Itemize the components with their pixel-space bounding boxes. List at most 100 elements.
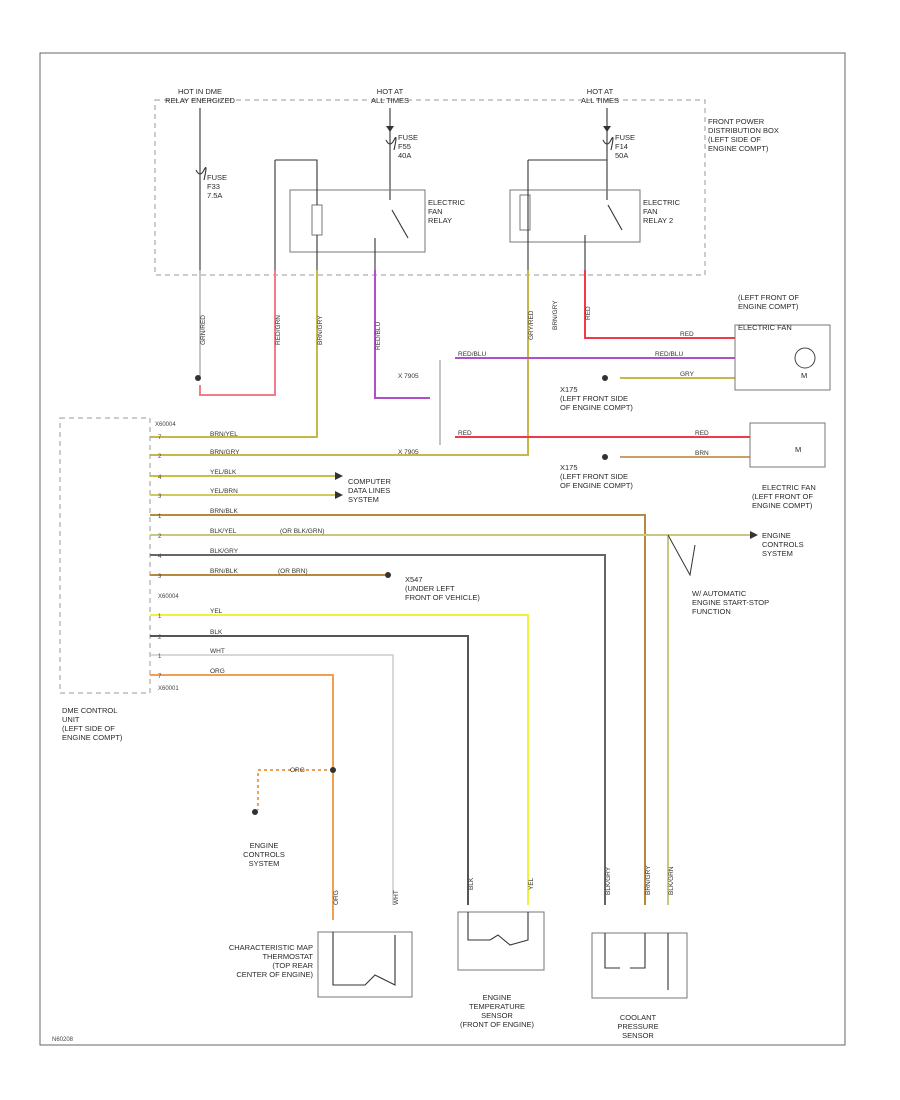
- wire-brn-blk-a: [150, 514, 646, 905]
- wire-red-grn: [199, 270, 276, 396]
- temp-sensor-symbol: [467, 912, 529, 946]
- wire-brn-gry-a: [150, 270, 318, 438]
- fan-motor-2-letter: M: [795, 445, 801, 454]
- fan1-w2b-label: RED/BLU: [458, 351, 486, 358]
- dme-pin: 3: [158, 574, 162, 580]
- fan1-w3-label: GRY: [680, 371, 695, 378]
- fan-motor-1-box: [734, 324, 831, 391]
- wire-red-blu: [374, 270, 430, 399]
- dme-wire-label: (OR BLK/GRN): [280, 528, 324, 535]
- arrow-computer-1: [335, 472, 343, 480]
- fan2-w2-label: BRN: [695, 450, 709, 457]
- fuse-2-symbol: [385, 137, 397, 151]
- bwire-label: ORG: [333, 890, 340, 905]
- org-splice-dot: [330, 767, 336, 773]
- dme-conn-mid: X60004: [158, 594, 179, 600]
- relay-1-wiring: [274, 159, 376, 270]
- dme-wire-label: BRN/GRY: [210, 449, 240, 456]
- dme-pin: 1: [158, 514, 162, 520]
- dme-wire-label: BRN/BLK: [210, 568, 238, 575]
- dme-pin: 7: [158, 435, 162, 441]
- bwire-label: BLK/GRN: [668, 866, 675, 895]
- relay-2-switch: [607, 204, 623, 231]
- ground-dot-1: [195, 375, 201, 381]
- dme-control-unit-box: [59, 417, 151, 694]
- dme-pin: 4: [158, 554, 162, 560]
- footer-code: N60208: [52, 1037, 74, 1043]
- coolant-sensor-symbol: [604, 933, 669, 990]
- vwire-label-6: BRN/GRY: [552, 300, 559, 330]
- dme-pin: 1: [158, 654, 162, 660]
- vwire-label-5: GRY/RED: [528, 310, 535, 340]
- arrow-hot-3: [603, 126, 611, 132]
- relay-1-coil: [311, 204, 323, 236]
- fan-motor-1-letter: M: [801, 371, 807, 380]
- relay-2-wiring: [527, 159, 607, 270]
- start-stop-pointer: [667, 534, 696, 577]
- thermostat-symbol: [332, 932, 396, 986]
- fan1-w1-label: RED: [680, 331, 694, 338]
- engine-controls-dot: [252, 809, 258, 815]
- coolant-sensor-box: [591, 932, 688, 999]
- vwire-label-7: RED: [585, 306, 592, 320]
- fuse-3-symbol: [602, 137, 614, 151]
- vwire-label-2: RED/GRN: [275, 315, 282, 345]
- splice-label-1: X 7905: [398, 373, 419, 380]
- dme-wire-label: WHT: [210, 648, 225, 655]
- dme-wire-label: BRN/BLK: [210, 508, 238, 515]
- relay-2-coil: [519, 194, 531, 231]
- fan-motor-1-symbol: [794, 347, 816, 369]
- dme-conn-bot: X60001: [158, 686, 179, 692]
- wire-yel: [150, 614, 529, 905]
- relay-2-box: [509, 189, 641, 243]
- arrow-hot-2: [386, 126, 394, 132]
- dme-wire-label: BRN/YEL: [210, 431, 238, 438]
- fan-motor-2-box: [749, 422, 826, 468]
- ground-dot-fan2: [602, 454, 608, 460]
- wire-wht: [150, 654, 394, 905]
- dme-wire-label: BLK: [210, 629, 223, 636]
- dme-pin: 3: [158, 494, 162, 500]
- dme-wire-label: YEL: [210, 608, 223, 615]
- bwire-label: YEL: [528, 877, 535, 890]
- ground-dot-fan1: [602, 375, 608, 381]
- dme-conn-top: X60004: [155, 422, 176, 428]
- dme-wire-label: ORG: [210, 668, 225, 675]
- dme-pin: 7: [158, 674, 162, 680]
- dme-pin: 2: [158, 635, 162, 641]
- arrow-engine-controls-b: [750, 531, 758, 539]
- splice-label-2: X 7905: [398, 449, 419, 456]
- dme-pin-numbers: 7 2 4 3 1 2 4 3 1 2 1 7: [158, 435, 162, 680]
- thermostat-box: [317, 931, 413, 998]
- bwire-label: WHT: [393, 890, 400, 905]
- dme-pin: 2: [158, 454, 162, 460]
- wire-blk: [150, 635, 469, 905]
- dme-pin: 1: [158, 614, 162, 620]
- power-distribution-box: [154, 99, 706, 276]
- diagram-frame: [39, 52, 846, 1046]
- vwire-label-3: BRN/GRY: [317, 315, 324, 345]
- wire-red-a: [584, 270, 735, 339]
- wire-org: [150, 674, 334, 920]
- dme-pin: 4: [158, 475, 162, 481]
- wire-blk-gry: [150, 554, 606, 905]
